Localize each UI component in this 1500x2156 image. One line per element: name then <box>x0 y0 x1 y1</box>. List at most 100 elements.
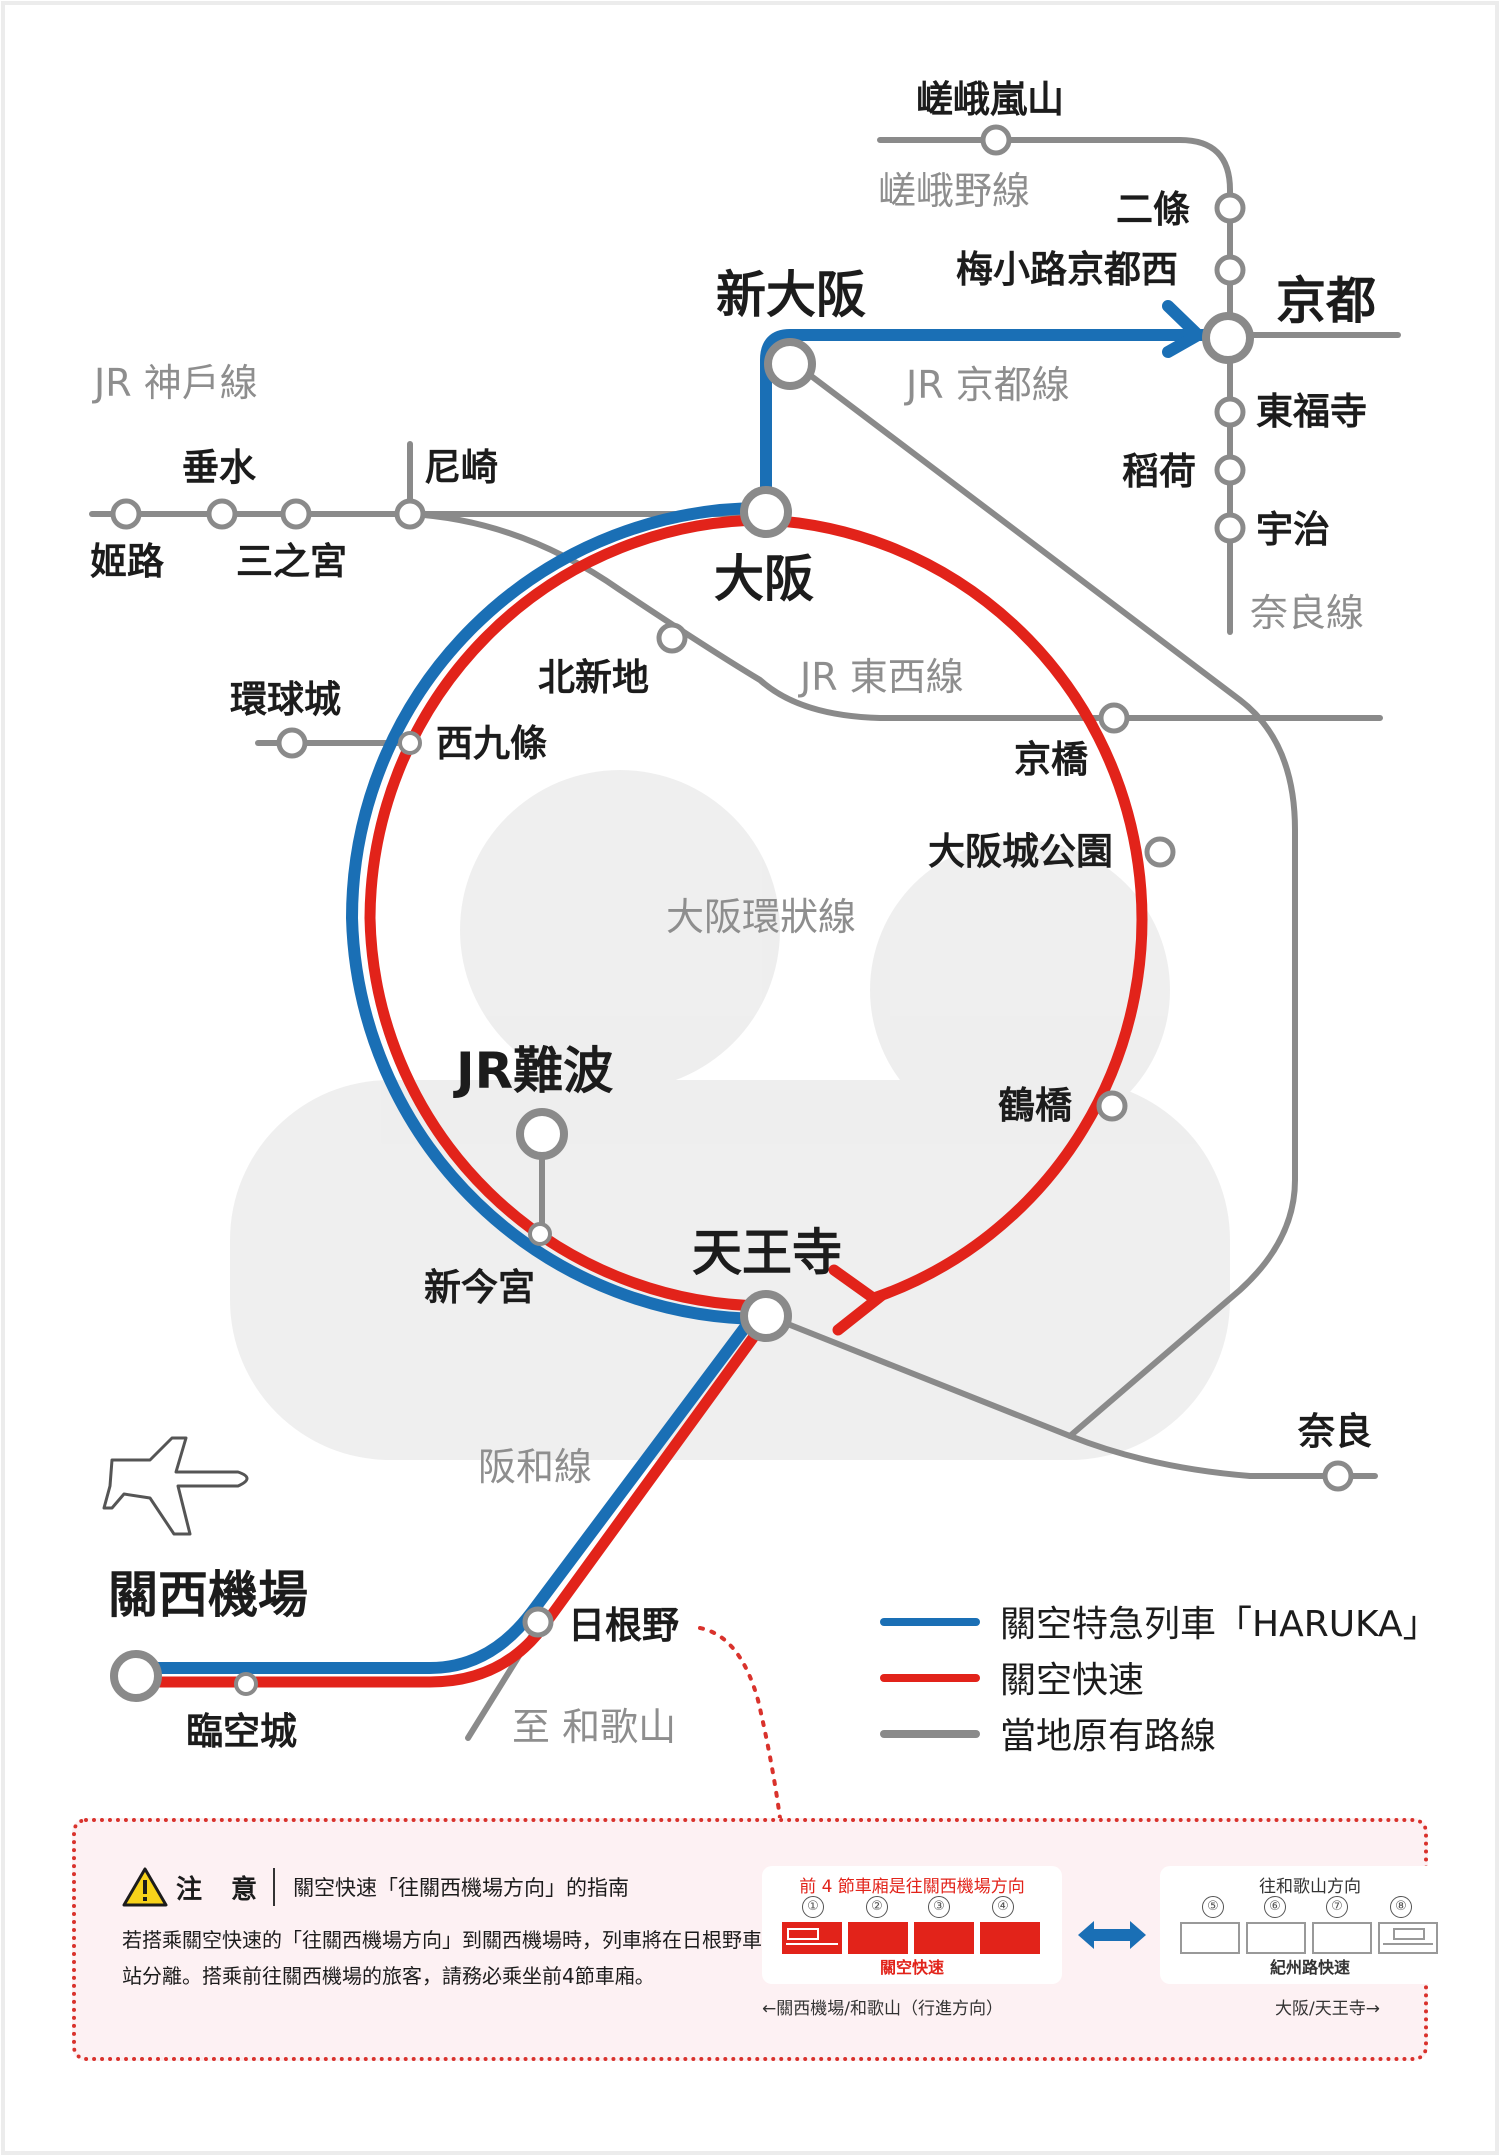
station-label-kansai-airport: 關西機場 <box>108 1566 308 1624</box>
line-label-kyoto: JR 京都線 <box>904 363 1070 407</box>
notice-connector <box>698 1626 782 1820</box>
car-number: ④ <box>992 1896 1014 1918</box>
watermark-illustration <box>230 770 1230 1460</box>
station-label-tsuruhashi: 鶴橋 <box>998 1084 1073 1127</box>
station-marker-inari <box>1214 454 1246 486</box>
car-number: ⑧ <box>1390 1896 1412 1918</box>
station-label-himeji: 姬路 <box>90 540 165 583</box>
kanku-west-arc <box>364 514 772 1312</box>
station-marker-tsuruhashi <box>1096 1090 1128 1122</box>
station-marker-tennoji <box>740 1290 792 1342</box>
notice-subtitle: 關空快速「往關西機場方向」的指南 <box>293 1876 630 1900</box>
station-label-shin-imamiya: 新今宮 <box>424 1266 535 1309</box>
station-marker-amagasaki <box>394 498 426 530</box>
notice-title: 注 意 <box>176 1874 268 1905</box>
station-marker-shin-imamiya <box>528 1222 552 1246</box>
direction-left: ←關西機場/和歌山（行進方向） <box>762 1999 1003 2019</box>
station-marker-tarumi <box>206 498 238 530</box>
station-label-kyoto: 京都 <box>1276 272 1376 330</box>
rear-cars-name: 紀州路快速 <box>1269 1958 1350 1977</box>
station-marker-umekoji <box>1214 254 1246 286</box>
station-marker-kansai-airport <box>110 1650 162 1702</box>
rear-cars-train <box>1180 1922 1438 1954</box>
station-marker-nijo <box>1214 192 1246 224</box>
kanku-arrow <box>828 1264 886 1336</box>
legend-label-haruka: 關空特急列車「HARUKA」 <box>1000 1604 1439 1645</box>
station-label-sannomiya: 三之宮 <box>236 540 347 583</box>
notice-header: 注 意 關空快速「往關西機場方向」的指南 <box>122 1866 629 1908</box>
station-label-amagasaki: 尼崎 <box>424 446 498 489</box>
station-label-shin-osaka: 新大阪 <box>716 266 866 324</box>
legend: 關空特急列車「HARUKA」 關空快速 當地原有路線 <box>880 1604 1439 1757</box>
station-label-tarumi: 垂水 <box>182 446 257 489</box>
haruka-west-arc <box>345 501 772 1326</box>
car-number: ② <box>866 1896 888 1918</box>
car-number: ⑦ <box>1326 1896 1348 1918</box>
kanku-east-arc <box>760 514 1148 1304</box>
station-label-hineno: 日根野 <box>568 1604 679 1647</box>
station-marker-tofukuji <box>1214 396 1246 428</box>
car-number: ⑤ <box>1202 1896 1224 1918</box>
line-label-nara: 奈良線 <box>1250 591 1364 635</box>
station-label-uji: 宇治 <box>1256 508 1330 551</box>
car-number: ③ <box>928 1896 950 1918</box>
station-label-saga-arashiyama: 嵯峨嵐山 <box>916 78 1064 121</box>
haruka-arrow <box>1162 300 1208 358</box>
double-arrow-icon <box>1078 1921 1146 1949</box>
station-marker-hineno <box>522 1606 554 1638</box>
notice-box: 注 意 關空快速「往關西機場方向」的指南 若搭乘關空快速的「往關西機場方向」到關… <box>72 1818 1460 2061</box>
line-label-wakayama: 至 和歌山 <box>512 1705 676 1749</box>
station-label-nara: 奈良 <box>1297 1410 1372 1453</box>
station-label-nishikujo: 西九條 <box>436 722 547 765</box>
station-label-inari: 稻荷 <box>1122 450 1196 493</box>
notice-divider <box>273 1868 276 1906</box>
rear-cars-caption: 往和歌山方向 <box>1259 1877 1361 1897</box>
station-marker-saga-arashiyama <box>980 124 1012 156</box>
station-marker-shin-osaka <box>764 338 816 390</box>
legend-label-local: 當地原有路線 <box>1000 1716 1216 1757</box>
station-label-kyobashi: 京橋 <box>1014 738 1089 781</box>
station-label-osakajokoen: 大阪城公園 <box>928 830 1113 873</box>
front-cars-train <box>782 1922 1040 1954</box>
station-label-jr-namba: JR難波 <box>453 1042 613 1100</box>
notice-body: 若搭乘關空快速的「往關西機場方向」到關西機場時，列車將在日根野車站分離。搭乘前往… <box>122 1928 762 1988</box>
station-label-kitashinchi: 北新地 <box>538 656 649 699</box>
line-label-loop: 大阪環狀線 <box>666 895 856 939</box>
station-marker-jr-namba <box>516 1108 568 1160</box>
station-marker-kyobashi <box>1098 702 1130 734</box>
station-marker-universal <box>276 727 308 759</box>
station-label-osaka: 大阪 <box>714 550 814 608</box>
car-number: ① <box>802 1896 824 1918</box>
legend-label-kanku: 關空快速 <box>1000 1660 1144 1701</box>
warning-icon <box>122 1867 168 1907</box>
station-label-tofukuji: 東福寺 <box>1256 390 1367 433</box>
station-label-universal: 環球城 <box>230 678 341 721</box>
sagano-line <box>877 137 1233 338</box>
line-label-sagano: 嵯峨野線 <box>878 169 1030 213</box>
airplane-icon <box>102 1436 249 1536</box>
shin-osaka-nara-line <box>787 357 1298 1439</box>
station-marker-uji <box>1214 512 1246 544</box>
station-marker-nishikujo <box>398 731 422 755</box>
station-marker-osakajokoen <box>1144 836 1176 868</box>
station-marker-rinku <box>234 1672 258 1696</box>
front-cars-caption: 前 4 節車廂是往關西機場方向 <box>799 1877 1025 1897</box>
tennoji-nara-line <box>762 1312 1378 1479</box>
station-marker-osaka <box>740 486 792 538</box>
station-marker-nara <box>1322 1460 1354 1492</box>
station-marker-himeji <box>110 498 142 530</box>
direction-right: 大阪/天王寺→ <box>1275 1999 1380 2019</box>
rear-cars-panel: 往和歌山方向 ⑤ ⑥ ⑦ ⑧ 紀州路快速 <box>1160 1866 1460 1984</box>
station-label-rinku: 臨空城 <box>186 1710 297 1753</box>
front-cars-panel: 前 4 節車廂是往關西機場方向 ① ② ③ ④ 關空快速 <box>762 1866 1062 1984</box>
front-cars-name: 關空快速 <box>879 1958 944 1977</box>
station-marker-kitashinchi <box>656 622 688 654</box>
line-label-hanwa: 阪和線 <box>478 1445 592 1489</box>
station-marker-sannomiya <box>280 498 312 530</box>
line-label-kobe: JR 神戶線 <box>92 361 258 405</box>
line-label-tozai: JR 東西線 <box>798 655 964 699</box>
station-label-umekoji: 梅小路京都西 <box>956 248 1178 291</box>
